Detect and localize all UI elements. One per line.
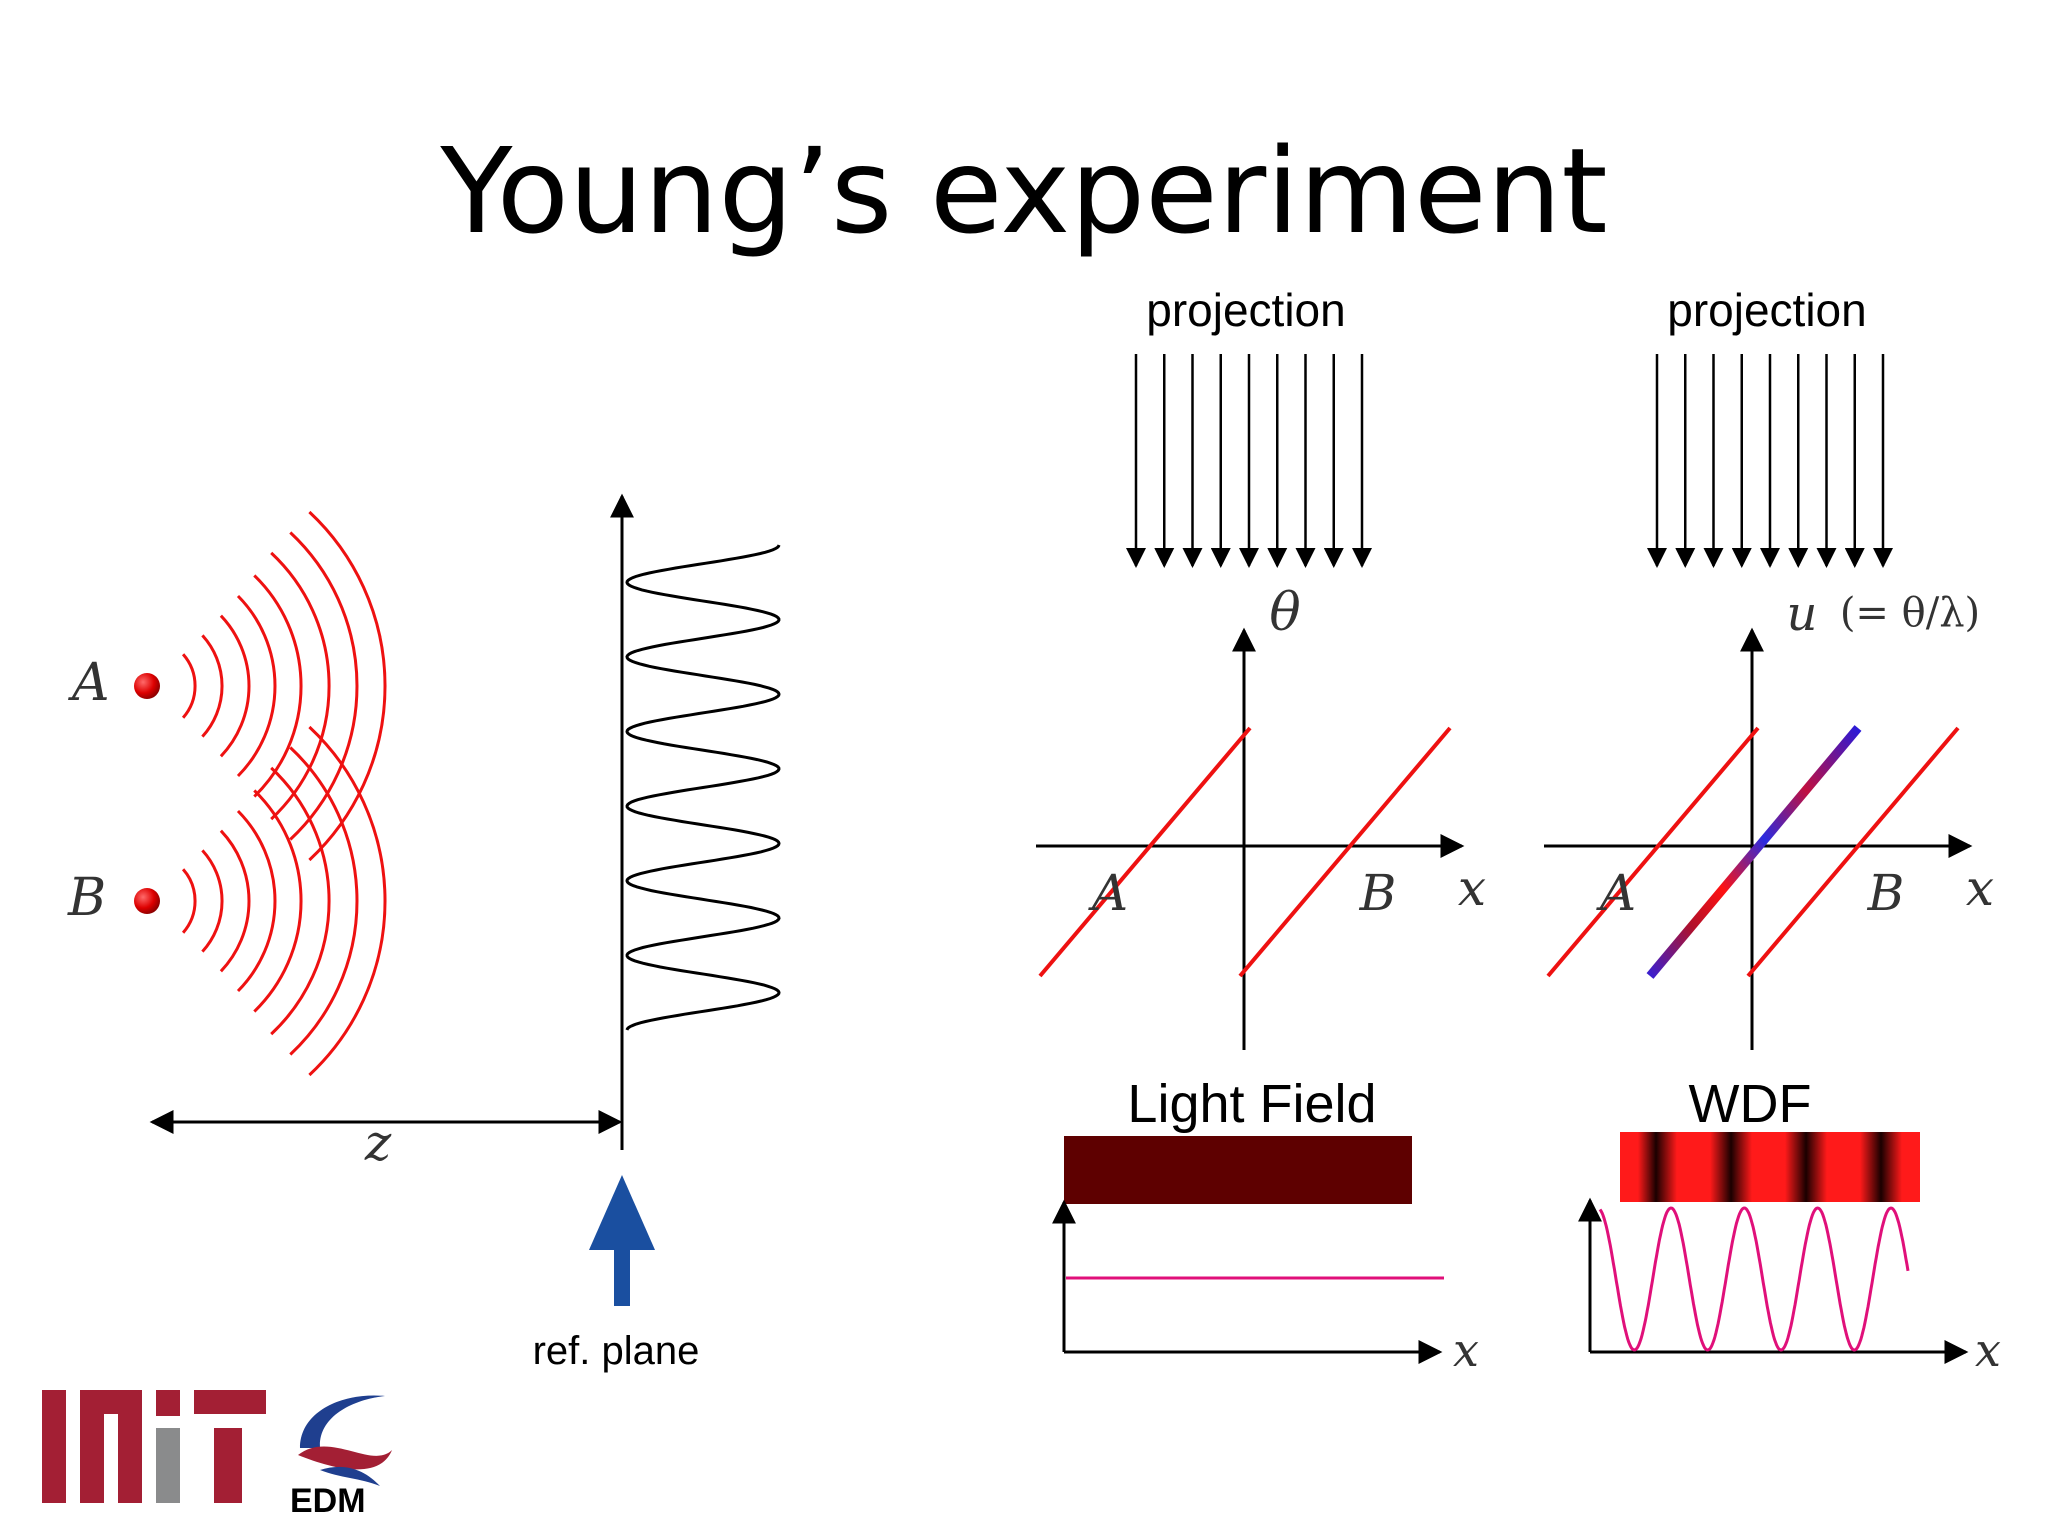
projection-label-wdf: projection	[1667, 284, 1866, 336]
wavefront-arc	[270, 766, 331, 1036]
double-slit-diagram: A B z ref. plane	[67, 493, 781, 1373]
wavefront-arc	[219, 829, 251, 973]
wavefront-arc	[181, 653, 197, 719]
light-field-panel: projection θ A B x Light Field x	[1036, 284, 1486, 1377]
wavefronts-a	[181, 510, 387, 862]
wavefront-arc	[308, 725, 387, 1077]
lf-x-label: x	[1458, 859, 1486, 917]
wdf-label-a: A	[1596, 864, 1636, 922]
u-axis-label: u	[1787, 586, 1818, 642]
wavefront-arc	[236, 809, 277, 993]
ref-plane-arrow-shaft	[614, 1250, 630, 1306]
wdf-fringe-intensity	[1598, 1206, 1910, 1352]
wavefront-arc	[308, 510, 387, 862]
lf-label-a: A	[1088, 864, 1128, 922]
projection-arrows-wdf	[1647, 354, 1893, 568]
wdf-panel: projection u (= θ/λ) A B x WDF x	[1544, 284, 2001, 1377]
source-a-label: A	[68, 653, 110, 713]
ref-plane-arrow-head	[589, 1175, 655, 1250]
lf-line-b	[1238, 726, 1452, 978]
wavefront-arc	[181, 868, 197, 934]
intensity-curve	[625, 544, 781, 1031]
wavefront-arc	[270, 551, 331, 821]
source-a-dot	[134, 673, 160, 699]
lf-label-b: B	[1359, 864, 1397, 922]
wavefront-arc	[253, 789, 303, 1013]
wavefront-arc	[201, 849, 224, 953]
edm-logo: EDM	[290, 1395, 392, 1520]
slide-title: Young’s experiment	[439, 122, 1607, 260]
wavefront-arc	[289, 746, 359, 1056]
distance-label: z	[364, 1114, 392, 1172]
wavefront-arc	[289, 531, 359, 841]
ref-plane-label: ref. plane	[533, 1329, 700, 1373]
wavefront-arc	[236, 594, 277, 778]
u-axis-note: (= θ/λ)	[1840, 590, 1980, 636]
wdf-x-label: x	[1966, 859, 1994, 917]
wdf-plot-x-label: x	[1975, 1323, 2001, 1377]
wdf-fringe-bar	[1620, 1132, 1920, 1202]
lf-line-a	[1038, 726, 1252, 978]
wdf-interference-term	[1646, 725, 1862, 979]
wavefront-arc	[201, 634, 224, 738]
projection-arrows-lf	[1126, 354, 1372, 568]
wavefronts-b	[181, 725, 387, 1077]
mit-logo	[42, 1390, 266, 1503]
wdf-line-b	[1746, 726, 1960, 978]
light-field-caption: Light Field	[1127, 1074, 1376, 1134]
source-b-dot	[134, 888, 160, 914]
edm-logo-text: EDM	[290, 1482, 366, 1520]
wdf-caption: WDF	[1689, 1074, 1812, 1134]
wavefront-arc	[253, 574, 303, 798]
wdf-line-a	[1546, 726, 1760, 978]
source-b-label: B	[67, 868, 106, 928]
wavefront-arc	[219, 614, 251, 758]
light-field-intensity-bar	[1064, 1136, 1412, 1204]
theta-axis-label: θ	[1269, 583, 1300, 643]
projection-label-lf: projection	[1146, 284, 1345, 336]
lf-plot-x-label: x	[1453, 1323, 1479, 1377]
wdf-label-b: B	[1867, 864, 1905, 922]
